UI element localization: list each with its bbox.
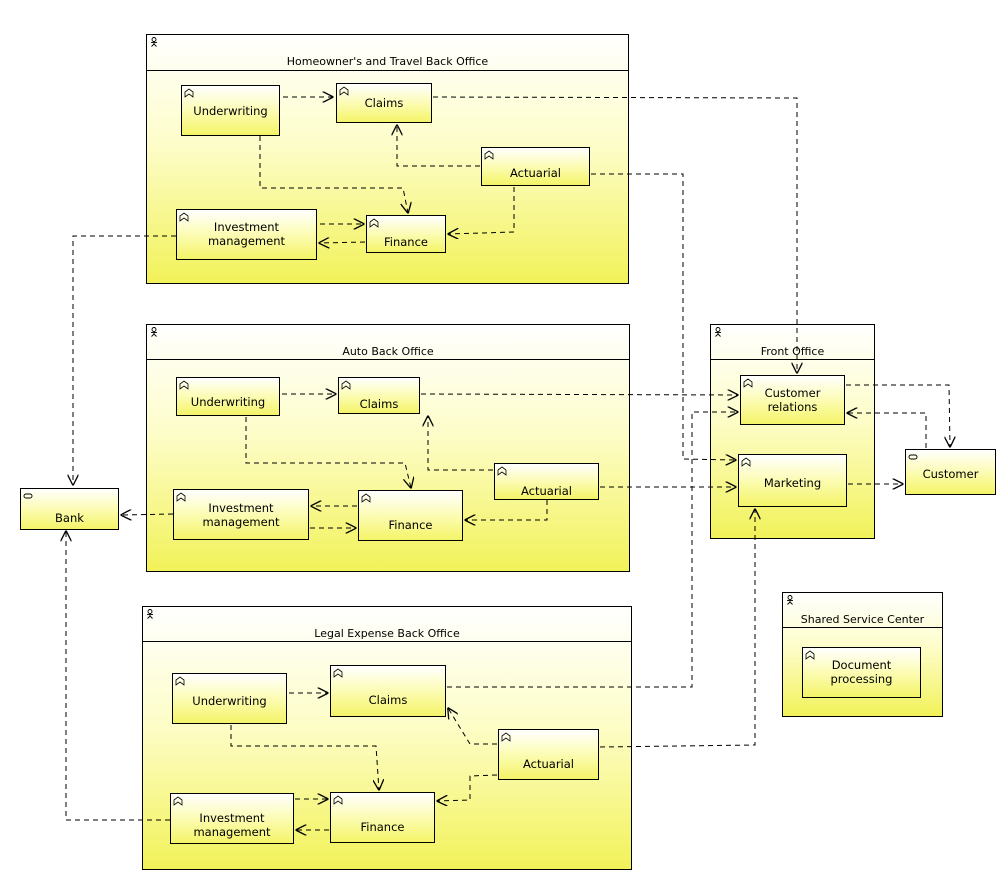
container-divider: [147, 70, 628, 71]
node-legal-claims[interactable]: Claims: [330, 665, 446, 717]
function-icon: [743, 378, 753, 388]
function-icon: [805, 650, 815, 660]
actor-icon: [787, 595, 793, 605]
function-icon: [179, 212, 189, 222]
node-legal-underwriting[interactable]: Underwriting: [172, 673, 287, 724]
container-divider: [143, 641, 631, 642]
function-icon: [176, 492, 186, 502]
node-ho-investment-management[interactable]: Investment management: [176, 209, 317, 260]
actor-icon: [151, 37, 157, 47]
container-divider: [147, 359, 629, 360]
node-label: Actuarial: [510, 165, 561, 180]
node-customer[interactable]: Customer: [905, 449, 996, 495]
node-label: Investment management: [202, 500, 280, 529]
function-icon: [497, 466, 507, 476]
function-icon: [501, 732, 511, 742]
function-icon: [369, 218, 379, 228]
container-title: Shared Service Center: [800, 613, 925, 626]
node-label: Claims: [364, 96, 404, 110]
node-ho-actuarial[interactable]: Actuarial: [481, 147, 590, 186]
function-icon: [741, 457, 751, 467]
function-icon: [333, 795, 343, 805]
node-auto-underwriting[interactable]: Underwriting: [176, 377, 280, 416]
actor-icon: [147, 609, 153, 619]
node-label: Finance: [360, 819, 405, 834]
node-auto-actuarial[interactable]: Actuarial: [494, 463, 599, 500]
function-icon: [341, 380, 351, 390]
actor-icon: [151, 327, 157, 337]
node-label: Actuarial: [521, 483, 572, 498]
node-ho-finance[interactable]: Finance: [366, 215, 446, 253]
container-title: Front Office: [760, 345, 825, 358]
function-icon: [175, 676, 185, 686]
container-title: Homeowner's and Travel Back Office: [286, 55, 489, 68]
role-icon: [23, 493, 33, 499]
node-label: Claims: [359, 396, 399, 411]
function-icon: [333, 668, 343, 678]
function-icon: [184, 88, 194, 98]
actor-icon: [715, 327, 721, 337]
node-label: Document processing: [830, 657, 893, 686]
node-label: Underwriting: [193, 103, 268, 118]
function-icon: [179, 380, 189, 390]
node-auto-investment-management[interactable]: Investment management: [173, 489, 309, 540]
function-icon: [173, 796, 183, 806]
node-label: Actuarial: [523, 756, 574, 771]
node-label: Customer: [922, 467, 979, 481]
node-marketing[interactable]: Marketing: [738, 454, 847, 507]
node-label: Finance: [384, 235, 428, 249]
container-divider: [711, 359, 874, 360]
node-document-processing[interactable]: Document processing: [802, 647, 921, 698]
node-ho-underwriting[interactable]: Underwriting: [181, 85, 280, 136]
node-auto-finance[interactable]: Finance: [358, 490, 463, 541]
node-legal-finance[interactable]: Finance: [330, 792, 435, 843]
node-ho-claims[interactable]: Claims: [336, 83, 432, 123]
node-label: Bank: [55, 511, 84, 525]
function-icon: [361, 493, 371, 503]
node-label: Underwriting: [190, 394, 266, 409]
container-divider: [783, 627, 942, 628]
node-label: Marketing: [763, 475, 822, 490]
node-auto-claims[interactable]: Claims: [338, 377, 420, 414]
node-label: Customer relations: [764, 386, 821, 414]
node-legal-investment-management[interactable]: Investment management: [170, 793, 294, 844]
node-legal-actuarial[interactable]: Actuarial: [498, 729, 599, 780]
node-label: Investment management: [207, 219, 286, 248]
node-customer-relations[interactable]: Customer relations: [740, 375, 845, 425]
function-icon: [339, 86, 349, 96]
container-title: Legal Expense Back Office: [314, 627, 460, 640]
role-icon: [908, 454, 918, 460]
node-bank[interactable]: Bank: [20, 488, 119, 530]
node-label: Underwriting: [192, 693, 267, 708]
function-icon: [484, 150, 494, 160]
node-label: Finance: [388, 517, 433, 532]
node-label: Claims: [368, 693, 408, 707]
container-title: Auto Back Office: [342, 345, 434, 358]
node-label: Investment management: [193, 810, 271, 839]
